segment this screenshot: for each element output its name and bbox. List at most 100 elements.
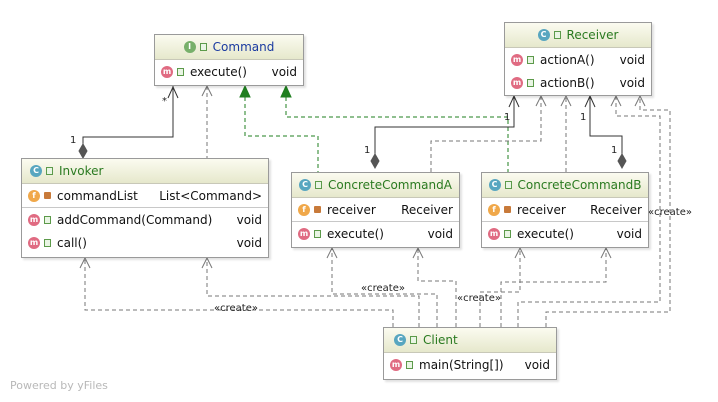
class-title: Invoker — [59, 164, 104, 178]
method-name: main(String[]) — [419, 357, 504, 372]
method-type: void — [427, 226, 453, 241]
stereotype-create-concrete-b: «create» — [457, 293, 501, 304]
method-row: m call() void — [22, 231, 268, 254]
multiplicity-one-receiver-a: 1 — [504, 112, 511, 123]
class-header: C ConcreteCommandB — [482, 173, 648, 198]
realize-b-command — [285, 97, 509, 172]
dep-client-receiver-2 — [545, 96, 671, 327]
field-type: Receiver — [590, 202, 642, 217]
class-header: C Receiver — [505, 23, 651, 48]
field-row: f commandList List<Command> — [22, 184, 268, 207]
assoc-a-receiver — [374, 96, 515, 158]
class-icon: C — [30, 165, 42, 177]
multiplicity-many: * — [162, 96, 167, 107]
watermark: Powered by yFiles — [10, 379, 108, 392]
method-name: call() — [57, 235, 87, 250]
method-icon: m — [488, 227, 500, 240]
method-type: void — [236, 212, 262, 227]
stereotype-create-invoker: «create» — [214, 303, 258, 314]
method-row: m execute() void — [292, 221, 459, 245]
public-visibility-icon — [406, 360, 413, 369]
method-name: addCommand(Command) — [57, 212, 213, 227]
dep-a-receiver — [430, 96, 542, 172]
class-concrete-command-a[interactable]: C ConcreteCommandA f receiver Receiver m… — [291, 172, 460, 248]
class-title: Receiver — [566, 28, 619, 42]
multiplicity-one-invoker: 1 — [70, 135, 77, 146]
realize-a-command — [244, 97, 319, 172]
class-title: ConcreteCommandB — [517, 178, 642, 192]
field-row: f receiver Receiver — [292, 198, 459, 221]
multiplicity-one-concrete-b: 1 — [611, 145, 618, 156]
field-type: Receiver — [401, 202, 453, 217]
class-header: C Invoker — [22, 159, 268, 184]
public-visibility-icon — [527, 55, 534, 64]
method-icon: m — [28, 213, 40, 226]
method-icon: m — [298, 227, 310, 240]
public-visibility-icon — [315, 181, 323, 189]
multiplicity-one-receiver-b: 1 — [580, 112, 587, 123]
dep-client-receiver-1 — [517, 96, 661, 327]
method-name: execute() — [327, 226, 384, 241]
class-title: Command — [212, 40, 275, 54]
class-icon: C — [394, 334, 406, 346]
private-lock-icon — [44, 192, 51, 199]
public-visibility-icon — [410, 336, 417, 344]
class-command[interactable]: I Command m execute() void — [154, 34, 304, 86]
public-visibility-icon — [527, 78, 534, 87]
method-row: m addCommand(Command) void — [22, 207, 268, 231]
public-visibility-icon — [44, 215, 51, 224]
interface-icon: I — [183, 41, 196, 53]
class-invoker[interactable]: C Invoker f commandList List<Command> m … — [21, 158, 269, 258]
class-title: Client — [423, 333, 458, 347]
field-name: receiver — [517, 202, 566, 217]
method-name: actionA() — [540, 52, 595, 67]
dep-client-a — [417, 248, 457, 327]
field-icon: f — [28, 189, 40, 202]
method-name: execute() — [517, 226, 574, 241]
field-row: f receiver Receiver — [482, 198, 648, 221]
public-visibility-icon — [177, 67, 184, 76]
method-icon: m — [161, 65, 173, 78]
public-visibility-icon — [553, 31, 561, 39]
method-type: void — [524, 357, 550, 372]
class-concrete-command-b[interactable]: C ConcreteCommandB f receiver Receiver m… — [481, 172, 649, 248]
stereotype-create-concrete-a: «create» — [361, 283, 405, 294]
class-receiver[interactable]: C Receiver m actionA() void m actionB() … — [504, 22, 652, 96]
stereotype-create-receiver: «create» — [648, 207, 692, 218]
method-row: m actionA() void — [505, 48, 651, 71]
class-icon: C — [537, 29, 550, 41]
method-type: void — [236, 235, 262, 250]
class-title: ConcreteCommandA — [328, 178, 452, 192]
method-type: void — [271, 64, 297, 79]
multiplicity-one-concrete-a: 1 — [364, 145, 371, 156]
class-client[interactable]: C Client m main(String[]) void — [383, 327, 557, 380]
dep-client-a-create — [331, 248, 438, 327]
dep-client-b-create — [479, 248, 521, 327]
field-icon: f — [488, 203, 500, 216]
field-name: commandList — [57, 188, 138, 203]
method-icon: m — [390, 358, 402, 371]
method-name: actionB() — [540, 75, 595, 90]
public-visibility-icon — [504, 229, 511, 238]
assoc-b-receiver — [589, 96, 623, 158]
method-type: void — [616, 226, 642, 241]
field-name: receiver — [327, 202, 376, 217]
method-row: m execute() void — [482, 221, 648, 245]
public-visibility-icon — [46, 167, 53, 175]
dep-client-b — [500, 248, 607, 327]
method-row: m actionB() void — [505, 71, 651, 94]
class-header: I Command — [155, 35, 303, 60]
public-visibility-icon — [199, 43, 207, 51]
method-icon: m — [511, 76, 523, 89]
field-type: List<Command> — [159, 188, 262, 203]
public-visibility-icon — [314, 229, 321, 238]
private-lock-icon — [504, 206, 511, 213]
dep-client-invoker — [206, 258, 420, 327]
private-lock-icon — [314, 206, 321, 213]
class-header: C Client — [384, 328, 556, 353]
field-icon: f — [298, 203, 310, 216]
method-row: m execute() void — [155, 60, 303, 83]
class-icon: C — [299, 179, 312, 191]
method-type: void — [619, 75, 645, 90]
